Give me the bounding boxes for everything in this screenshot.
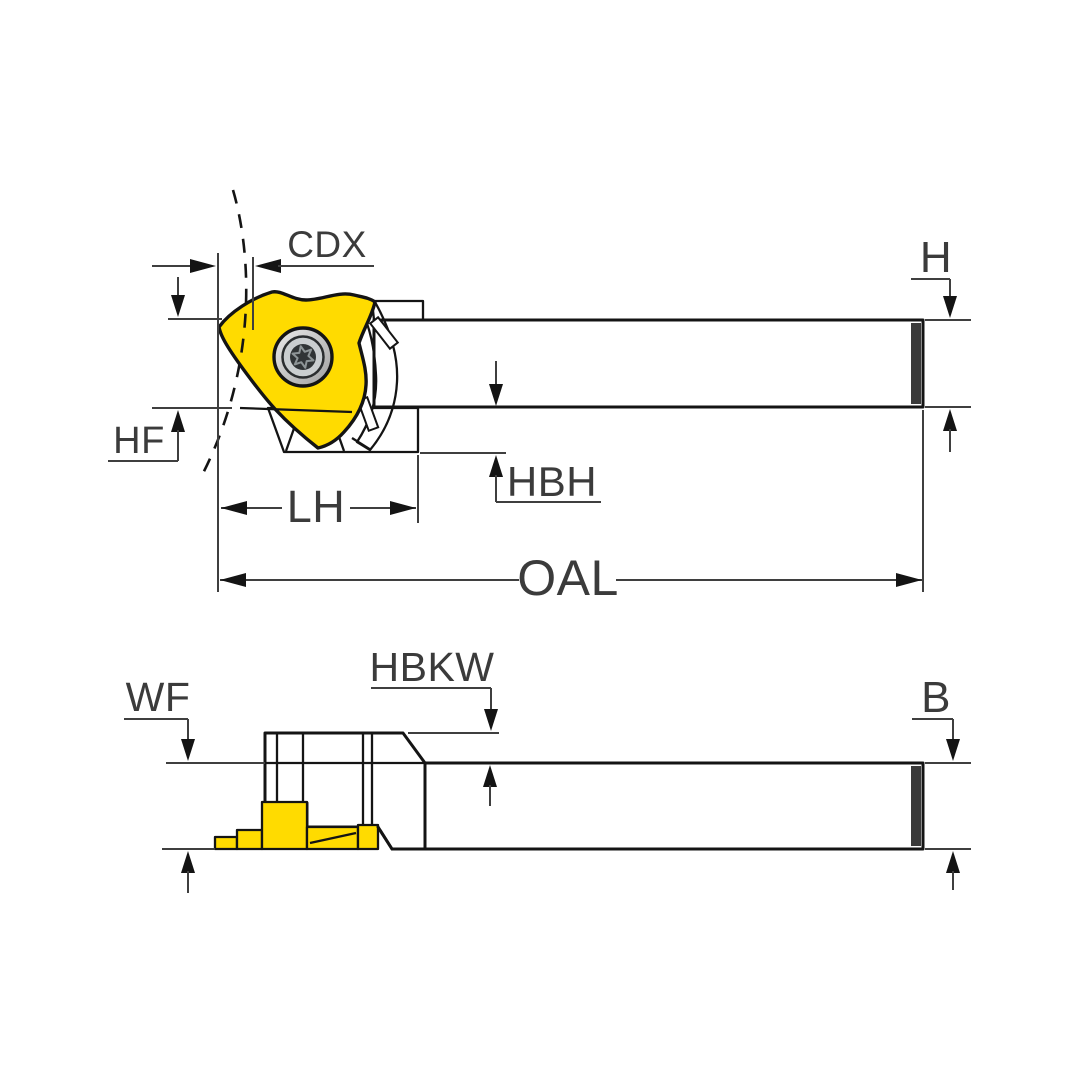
- top-insert-step-2: [235, 828, 264, 851]
- dimension-label-hf: HF: [113, 420, 165, 462]
- dimension-label-oal: OAL: [517, 550, 619, 606]
- top-shank-end-face: [911, 766, 921, 846]
- dimension-label-hbh: HBH: [507, 458, 597, 505]
- torx-screw-icon: [272, 326, 334, 388]
- top-insert-step-1: [213, 835, 239, 851]
- top-head-chamfer-edge: [376, 825, 394, 851]
- dimension-label-lh: LH: [287, 481, 346, 532]
- dimension-label-h: H: [920, 233, 952, 282]
- torx-star-icon: [291, 345, 315, 369]
- hbh-arrow-up-icon: [489, 455, 503, 477]
- hbh-arrow-down-icon: [489, 384, 503, 406]
- top-view: [213, 731, 925, 851]
- lh-arrow-left-icon: [221, 501, 247, 515]
- side-shank-end-face: [911, 323, 921, 404]
- cdx-arrow-right-icon: [190, 259, 216, 273]
- side-clamp-crescent: [355, 300, 399, 452]
- wf-arrow-down-icon: [181, 739, 195, 761]
- dimension-label-wf: WF: [126, 674, 191, 720]
- h-arrow-up-icon: [943, 409, 957, 431]
- oal-arrow-left-icon: [220, 573, 246, 587]
- h-arrow-down-icon: [943, 296, 957, 318]
- b-arrow-up-icon: [946, 851, 960, 873]
- hbkw-arrow-up-icon: [483, 765, 497, 787]
- hf-arrow-down-icon: [171, 295, 185, 317]
- wf-arrow-up-icon: [181, 851, 195, 873]
- dimension-label-hbkw: HBKW: [370, 644, 495, 690]
- insert-seam-line: [239, 406, 353, 414]
- top-insert-block: [260, 800, 309, 851]
- oal-arrow-right-icon: [896, 573, 922, 587]
- lh-arrow-right-icon: [390, 501, 416, 515]
- side-view-dimensions: CDX HF H HBH LH OAL: [108, 224, 971, 606]
- hf-arrow-up-icon: [171, 410, 185, 432]
- hbkw-arrow-down-icon: [484, 709, 498, 731]
- cdx-arrow-left-icon: [255, 259, 281, 273]
- clamp-gap-upper: [368, 315, 400, 351]
- top-shank: [423, 761, 925, 851]
- b-arrow-down-icon: [946, 739, 960, 761]
- side-head-shoulder: [370, 299, 425, 322]
- dimension-label-b: B: [921, 673, 951, 722]
- top-insert-tip-piece: [356, 823, 380, 851]
- side-shank: [372, 318, 925, 409]
- top-insert-wedge-seam: [309, 831, 357, 845]
- top-view-dimensions: WF HBKW B: [124, 644, 971, 893]
- side-view: [197, 189, 925, 482]
- dimension-label-cdx: CDX: [287, 224, 367, 265]
